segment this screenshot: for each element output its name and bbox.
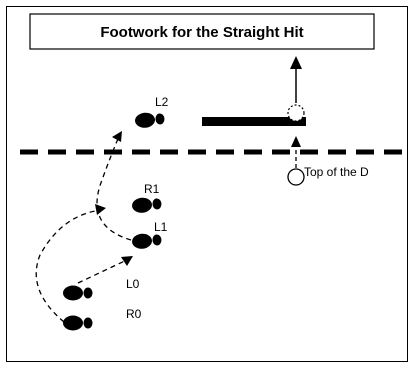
ball-icon (287, 104, 305, 122)
foot-label-l2: L2 (155, 95, 169, 109)
diagram-title: Footwork for the Straight Hit (100, 24, 303, 41)
foot-label-r1: R1 (144, 182, 160, 196)
arrowhead-icon (112, 131, 122, 142)
title-box (29, 13, 375, 50)
step-path-l0-l1 (77, 257, 132, 284)
footprint-icon (131, 232, 163, 250)
foot-label-l1: L1 (154, 220, 168, 234)
ball-icon (287, 168, 305, 186)
footprint-icon (134, 111, 166, 129)
arrowhead-icon (121, 256, 133, 266)
outer-frame (6, 6, 408, 362)
footprint-icon (63, 285, 93, 301)
stick-bar (202, 117, 306, 126)
arrowhead-icon (290, 56, 302, 69)
foot-label-r0: R0 (126, 307, 142, 321)
arrowhead-icon (291, 136, 301, 147)
footprint-icon (131, 196, 163, 214)
top-of-d-label: Top of the D (304, 165, 369, 179)
foot-label-l0: L0 (126, 277, 140, 291)
footprint-icon (63, 315, 93, 331)
step-path-r0-r1 (35, 209, 102, 323)
arrowhead-icon (95, 204, 106, 215)
step-path-l1-l2 (96, 133, 132, 241)
